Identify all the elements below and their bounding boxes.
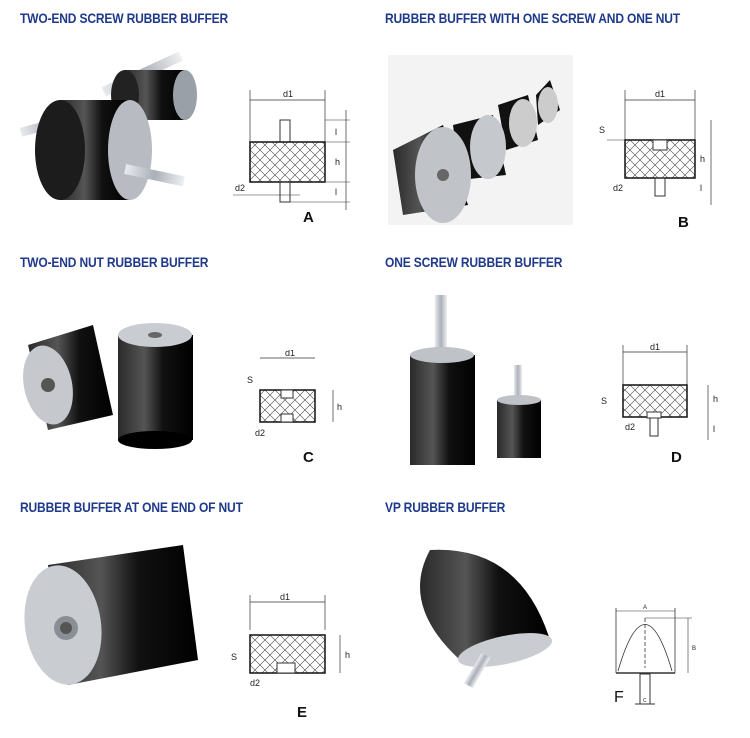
label-l-bottom: l	[335, 187, 337, 197]
label-l-top: l	[335, 127, 337, 137]
product-photo-e	[24, 545, 198, 685]
diagram-c: d1 S h d2 C	[247, 350, 342, 466]
diagram-letter-f: F	[614, 689, 624, 706]
label-d2: d2	[613, 183, 623, 193]
label-h: h	[337, 402, 342, 412]
label-d1: d1	[655, 89, 665, 99]
label-s: S	[231, 652, 237, 662]
product-photo-a	[20, 51, 197, 200]
label-h: h	[345, 650, 350, 660]
label-d1: d1	[280, 592, 290, 602]
product-photo-d	[410, 295, 541, 465]
label-s: S	[599, 125, 605, 135]
diagram-a: d1 l h l d2 A	[233, 89, 350, 226]
label-a: A	[643, 605, 647, 611]
label-d1: d1	[283, 89, 293, 99]
section-title-c: TWO-END NUT RUBBER BUFFER	[20, 254, 209, 270]
label-l: l	[700, 183, 702, 193]
label-d2: d2	[235, 183, 245, 193]
diagram-letter-a: A	[303, 209, 314, 226]
product-photo-f	[420, 549, 553, 689]
diagram-letter-c: C	[303, 449, 314, 466]
label-h: h	[335, 157, 340, 167]
label-s: S	[601, 396, 607, 406]
diagram-d: d1 S h l d2 D	[601, 342, 718, 466]
label-d2: d2	[255, 428, 265, 438]
label-d1: d1	[285, 350, 295, 358]
diagram-b: d1 S h l d2 B	[599, 89, 712, 231]
diagram-letter-d: D	[671, 449, 682, 466]
diagram-letter-b: B	[678, 214, 689, 231]
label-b: B	[692, 646, 696, 652]
product-photo-b	[388, 55, 573, 225]
product-photo-c	[23, 323, 193, 449]
diagram-letter-e: E	[297, 704, 307, 721]
diagram-e: d1 S h d2 E	[231, 592, 350, 721]
label-s: S	[247, 375, 253, 385]
section-title-e: RUBBER BUFFER AT ONE END OF NUT	[20, 499, 243, 515]
section-title-b: RUBBER BUFFER WITH ONE SCREW AND ONE NUT	[385, 10, 681, 26]
diagram-f: A B C F	[614, 605, 696, 706]
label-d1: d1	[650, 342, 660, 352]
label-d2: d2	[625, 422, 635, 432]
section-title-a: TWO-END SCREW RUBBER BUFFER	[20, 10, 229, 26]
label-h: h	[713, 394, 718, 404]
section-title-f: VP RUBBER BUFFER	[385, 499, 506, 515]
label-h: h	[700, 154, 705, 164]
section-title-d: ONE SCREW RUBBER BUFFER	[385, 254, 563, 270]
label-d2: d2	[250, 678, 260, 688]
label-c: C	[643, 698, 647, 704]
label-l: l	[713, 424, 715, 434]
